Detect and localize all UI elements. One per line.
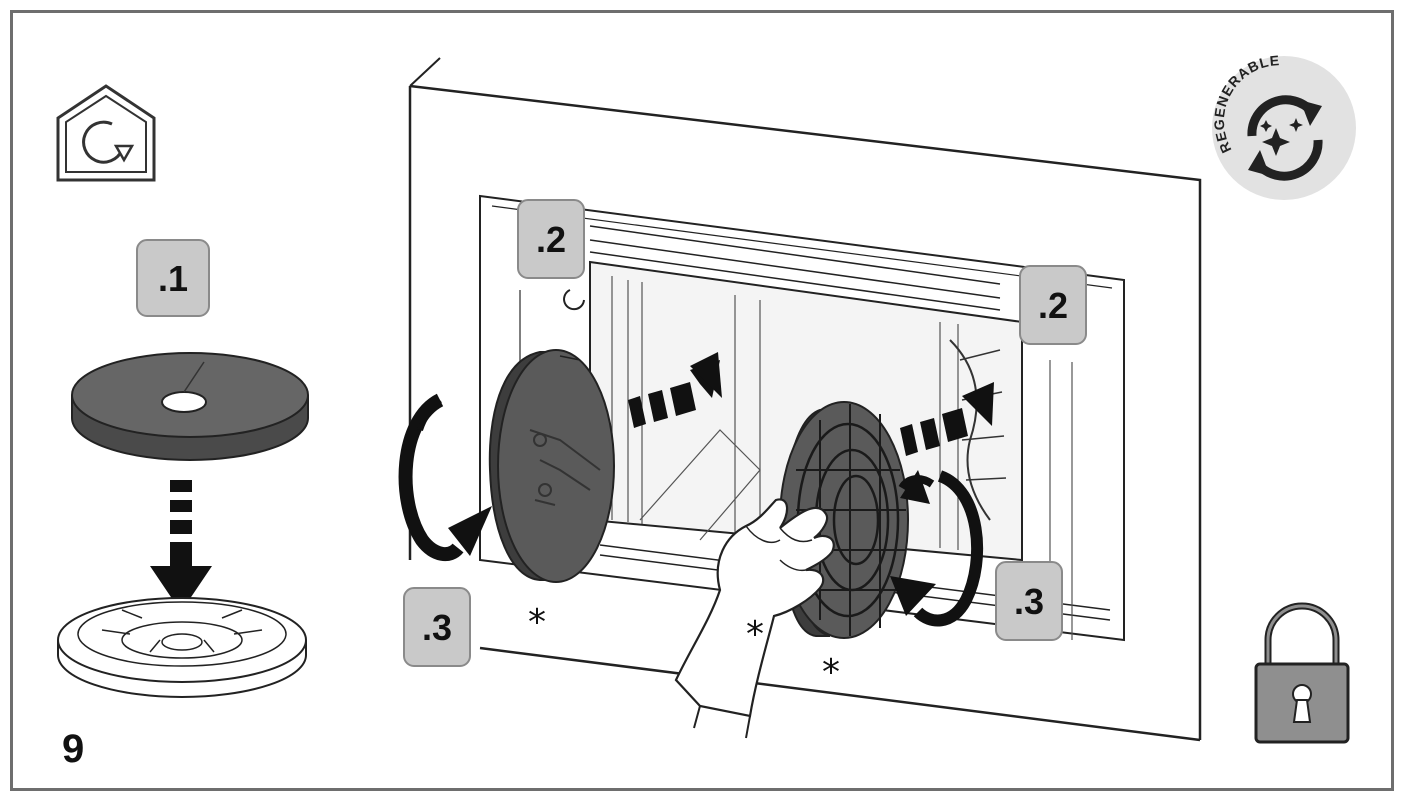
rotate-arrow-right-icon (890, 470, 984, 627)
gloved-hand (674, 498, 835, 739)
rotate-arrow-left-icon (398, 393, 492, 562)
step-2-left-label: .2 (517, 199, 585, 279)
hood-body (408, 57, 1202, 742)
house-rotate-icon (56, 84, 156, 182)
regenerable-badge-icon: REGENERABLE (1211, 52, 1356, 200)
step-3-left-text: .3 (422, 607, 452, 648)
step-1-label: .1 (136, 239, 210, 317)
diagram-frame (10, 10, 1394, 791)
step-3-right-label: .3 (995, 561, 1063, 641)
step-1-text: .1 (158, 258, 188, 299)
down-arrow-icon (150, 480, 212, 612)
charcoal-filter-left (488, 349, 615, 583)
step-3-left-label: .3 (403, 587, 471, 667)
step-3-right-text: .3 (1014, 581, 1044, 622)
filter-holder (57, 597, 307, 698)
asterisk-marker: * (528, 602, 546, 643)
charcoal-filter-disc (71, 352, 309, 461)
step-2-right-label: .2 (1019, 265, 1087, 345)
insert-arrow-right-icon (900, 382, 994, 456)
asterisk-marker: * (746, 614, 764, 655)
asterisk-marker: * (822, 652, 840, 693)
figure-number: 9 (62, 727, 84, 771)
padlock-icon (1254, 602, 1350, 744)
step-2-right-text: .2 (1038, 285, 1068, 326)
insert-arrow-left-icon (628, 352, 722, 428)
step-2-left-text: .2 (536, 219, 566, 260)
